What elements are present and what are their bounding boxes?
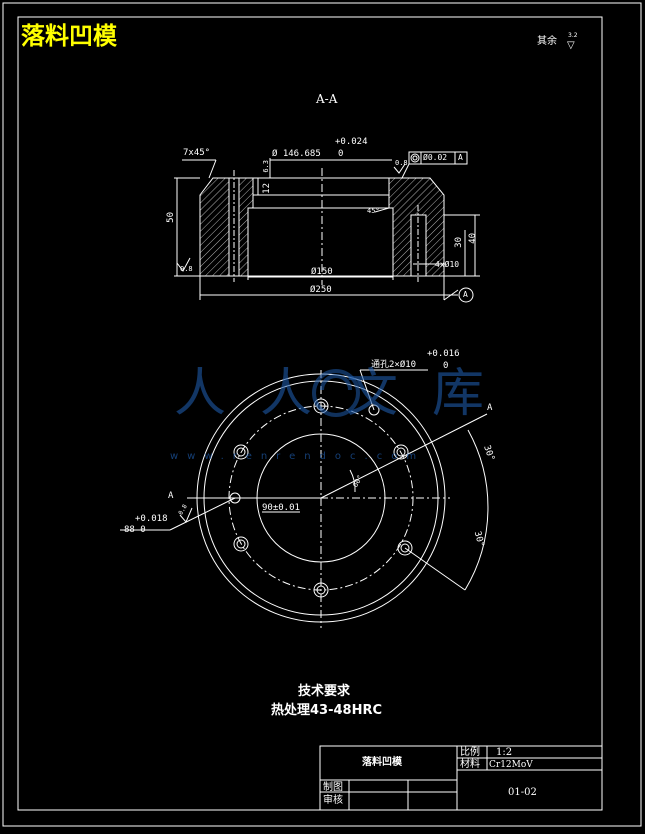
section-view (174, 151, 480, 303)
tb-drawn-label: 制图 (323, 782, 343, 793)
coaxiality-value: Ø0.02 (423, 153, 448, 162)
roughness-right: 0.8 (395, 159, 408, 167)
tb-scale-value: 1:2 (496, 747, 513, 758)
tech-requirements-title: 技术要求 (298, 684, 351, 699)
dim-right-height-1: 30 (454, 237, 464, 248)
dim-hole: 4xØ10 (435, 260, 460, 269)
dim-left-height: 50 (166, 212, 176, 223)
coaxiality-frame (408, 151, 468, 165)
pin-tol-upper: +0.016 (427, 349, 460, 359)
section-mark-left: A (168, 491, 174, 501)
dim-bore-tol-lower: 0 (338, 149, 344, 159)
left-tol: +0.018 (135, 514, 168, 524)
surface-finish-value: 3.2 (568, 32, 578, 39)
bolt-hole (233, 536, 249, 552)
left-base: 88 0 (124, 525, 146, 535)
roughness-left: 0.8 (180, 265, 193, 273)
bolt-hole (236, 539, 246, 549)
dim-bore-depth: 12 (262, 183, 272, 194)
tb-part-name: 落料凹模 (362, 757, 402, 768)
tb-checked-label: 审核 (323, 795, 343, 806)
coaxiality-datum: A (458, 153, 463, 162)
section-label: A-A (316, 92, 338, 106)
pin-hole (368, 404, 380, 416)
watermark-text: 人人文库 (174, 364, 519, 424)
roughness-symbol-icon: ▽ (567, 40, 575, 51)
watermark-logo (312, 369, 360, 417)
dim-outer-dia: Ø250 (310, 285, 332, 295)
title-block (319, 745, 603, 811)
bolt-hole (233, 444, 249, 460)
dim-small: 6.3 (262, 160, 270, 173)
tb-scale-label: 比例 (460, 747, 480, 758)
bolt-hole (396, 447, 406, 457)
surface-finish-note: 其余 (537, 36, 557, 47)
section-mark-right: A (487, 403, 493, 413)
pitch-dim: 90±0.01 (262, 503, 300, 513)
pin-holes-note: 通孔2×Ø10 (371, 360, 417, 370)
tb-material-label: 材料 (460, 759, 480, 770)
bolt-hole (313, 582, 329, 598)
tb-drawing-number: 01-02 (508, 787, 537, 798)
tech-requirements-line: 热处理43-48HRC (271, 703, 383, 718)
bolt-hole (400, 543, 410, 553)
tb-material-value: Cr12MoV (489, 760, 533, 770)
bolt-hole (393, 444, 409, 460)
watermark-url: www.renrendoc.com (170, 451, 426, 462)
datum-circle (458, 287, 474, 303)
dim-angle: 45° (367, 207, 380, 215)
drawing-title: 落料凹模 (21, 21, 117, 50)
section-left-body (199, 177, 254, 277)
bolt-hole (236, 447, 246, 457)
dim-bore-tol-upper: +0.024 (335, 137, 368, 147)
bolt-hole (397, 540, 413, 556)
inner-border (17, 16, 603, 811)
dim-bore-dia: Ø 146.685 (272, 149, 321, 159)
dim-inner-dia: Ø150 (311, 267, 333, 277)
dim-chamfer: 7x45° (183, 148, 211, 158)
datum-label: A (463, 290, 468, 299)
dim-right-height-2: 40 (468, 233, 478, 244)
bolt-hole (313, 398, 329, 414)
pin-tol-lower: 0 (443, 361, 449, 371)
bolt-hole (316, 585, 326, 595)
